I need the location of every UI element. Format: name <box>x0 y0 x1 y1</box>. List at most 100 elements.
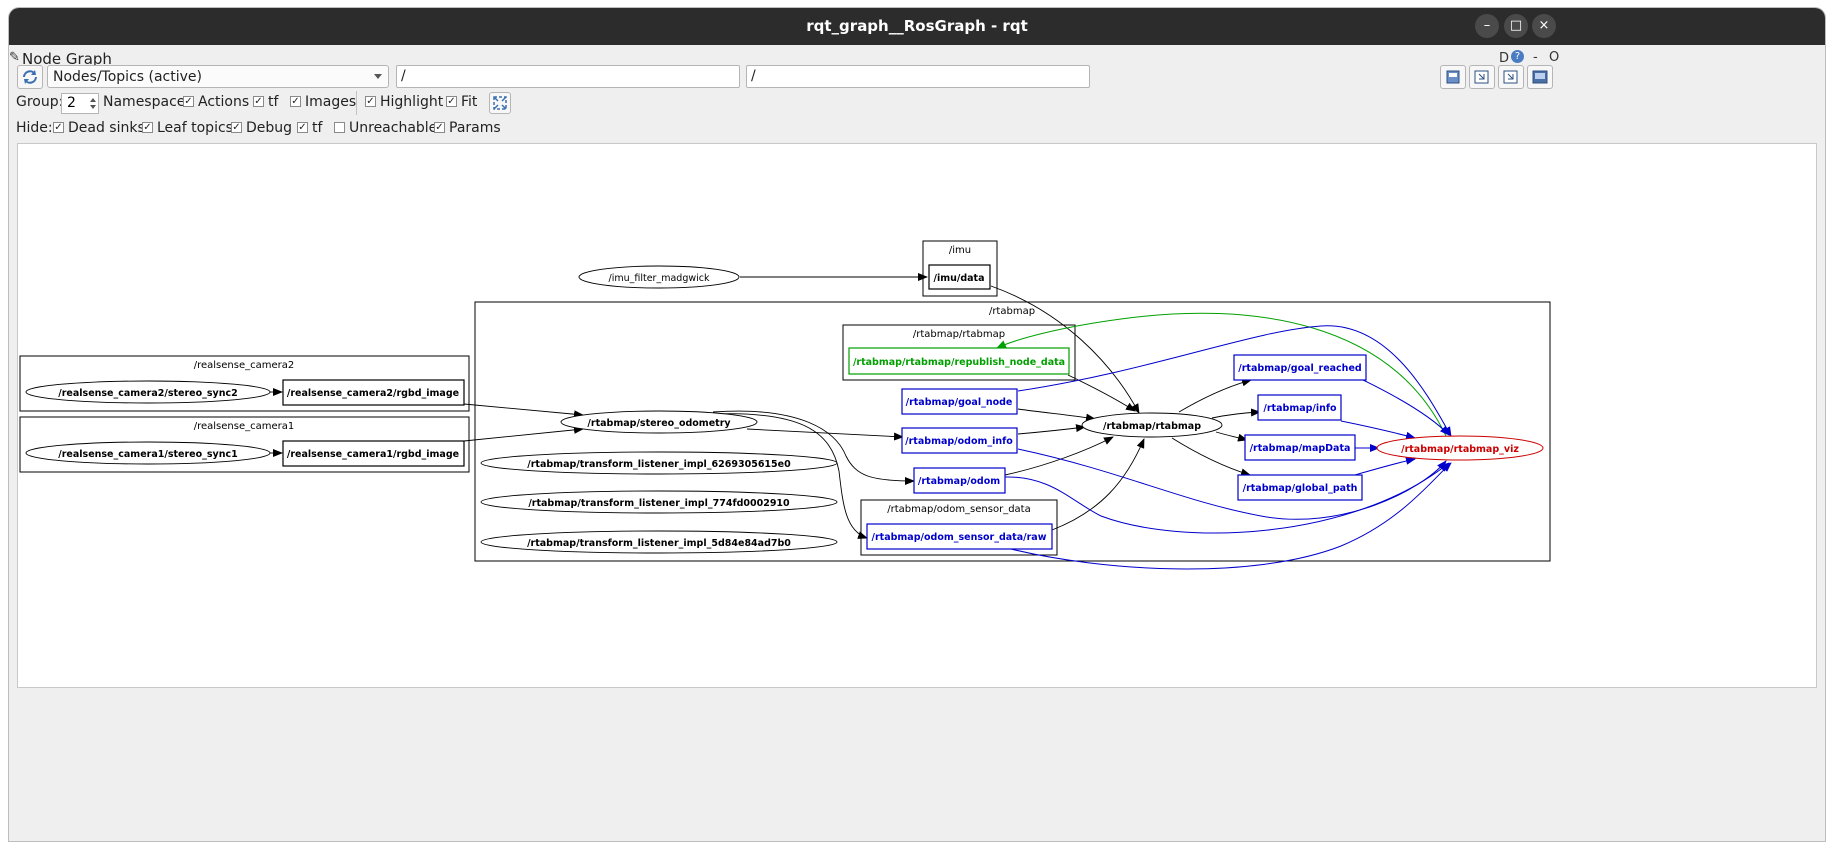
topic-imu-data-label: /imu/data <box>933 273 984 284</box>
node-tf-listener-2[interactable] <box>480 490 838 514</box>
edge-raw-to-rtabmap <box>1051 438 1145 531</box>
image-icon <box>1532 70 1548 84</box>
dock-d-button[interactable]: D <box>1499 51 1510 66</box>
node-tf-listener-2-label: /rtabmap/transform_listener_impl_774fd00… <box>528 498 790 509</box>
topic-global-path[interactable] <box>1237 474 1363 501</box>
topic-filter-input[interactable]: / <box>746 65 1090 88</box>
save-image-button[interactable] <box>1527 65 1553 89</box>
topic-cam1-rgbd[interactable] <box>282 440 465 467</box>
topic-republish[interactable] <box>848 347 1070 375</box>
params-checkbox[interactable]: ✓ <box>434 122 445 133</box>
hide-label: Hide: <box>16 120 53 136</box>
edge-odometry-to-odom <box>712 410 915 485</box>
tf-label: tf <box>268 94 279 110</box>
spin-up-icon[interactable] <box>90 98 96 102</box>
group-spinbox[interactable]: 2 <box>61 93 99 114</box>
cluster-imu-label: /imu <box>949 245 971 256</box>
minimize-button[interactable]: – <box>1475 14 1499 38</box>
cluster-odom-sensor-data-label: /rtabmap/odom_sensor_data <box>887 504 1030 515</box>
cluster-camera1-label: /realsense_camera1 <box>194 421 295 432</box>
cluster-camera2-label: /realsense_camera2 <box>194 360 295 371</box>
node-rtabmap-viz-label: /rtabmap/rtabmap_viz <box>1401 444 1519 455</box>
edge-goal-reached-to-viz <box>1360 378 1450 436</box>
refresh-icon <box>23 70 37 84</box>
topic-raw-label: /rtabmap/odom_sensor_data/raw <box>872 532 1047 543</box>
load-icon <box>1446 70 1460 84</box>
edge-rtabmap-to-goal-reached <box>1178 378 1252 413</box>
close-plugin-button[interactable]: O <box>1549 50 1560 65</box>
topic-mapdata[interactable] <box>1244 434 1356 461</box>
spin-down-icon[interactable] <box>90 105 96 109</box>
topic-cam2-rgbd-label: /realsense_camera2/rgbd_image <box>287 388 459 399</box>
edge-info-to-viz <box>1340 420 1416 440</box>
topic-info[interactable] <box>1257 394 1342 421</box>
node-tf-listener-3-label: /rtabmap/transform_listener_impl_5d84e84… <box>527 538 791 549</box>
edge-goal-node-to-viz <box>1017 325 1452 437</box>
edge-cam1-rgbd-to-odometry <box>463 425 584 442</box>
node-cam2-sync[interactable] <box>25 380 271 404</box>
separator <box>356 91 357 115</box>
topic-raw[interactable] <box>866 523 1053 550</box>
node-tf-listener-3[interactable] <box>480 530 838 554</box>
dead-sinks-label: Dead sinks <box>68 120 145 136</box>
node-cam1-sync[interactable] <box>25 441 271 465</box>
view-mode-select[interactable]: Nodes/Topics (active) <box>47 65 389 88</box>
debug-checkbox[interactable]: ✓ <box>231 122 242 133</box>
graph-canvas[interactable]: /imu /rtabmap /rtabmap/rtabmap /rtabmap/… <box>17 143 1817 688</box>
node-rtabmap-label: /rtabmap/rtabmap <box>1103 421 1201 432</box>
load-dot-button[interactable] <box>1440 65 1466 89</box>
ros-graph[interactable]: /imu /rtabmap /rtabmap/rtabmap /rtabmap/… <box>18 144 1816 687</box>
topic-imu-data[interactable] <box>928 264 991 290</box>
highlight-label: Highlight <box>380 94 444 110</box>
node-tf-listener-1[interactable] <box>480 451 838 475</box>
fit-label: Fit <box>461 94 478 110</box>
cluster-camera2 <box>19 355 470 412</box>
edge-goal-node-to-rtabmap <box>1017 408 1096 422</box>
topic-cam2-rgbd[interactable] <box>282 379 465 406</box>
namespaces-label: Namespaces <box>103 94 193 110</box>
node-rtabmap[interactable] <box>1081 412 1223 438</box>
params-label: Params <box>449 120 501 136</box>
edge-imu-data-to-rtabmap <box>990 285 1140 414</box>
save-svg-button[interactable] <box>1498 65 1524 89</box>
edge-odom-to-viz <box>1004 462 1450 534</box>
refresh-button[interactable] <box>17 65 43 89</box>
maximize-button[interactable]: □ <box>1504 14 1528 38</box>
node-stereo-odometry-label: /rtabmap/stereo_odometry <box>587 418 731 429</box>
topic-goal-node-label: /rtabmap/goal_node <box>906 397 1013 408</box>
unreachable-label: Unreachable <box>349 120 438 136</box>
topic-odom-info-label: /rtabmap/odom_info <box>905 436 1013 447</box>
edge-global-path-to-viz <box>1354 456 1416 476</box>
leaf-topics-checkbox[interactable]: ✓ <box>142 122 153 133</box>
help-icon[interactable]: ? <box>1511 50 1524 63</box>
topic-cam1-rgbd-label: /realsense_camera1/rgbd_image <box>287 449 459 460</box>
topic-goal-reached[interactable] <box>1233 354 1367 381</box>
hide-tf-checkbox[interactable]: ✓ <box>297 122 308 133</box>
save-dot-button[interactable] <box>1469 65 1495 89</box>
leaf-topics-label: Leaf topics <box>157 120 233 136</box>
topic-goal-node[interactable] <box>901 388 1018 415</box>
topic-odom-info[interactable] <box>901 427 1018 454</box>
save-svg-icon <box>1503 70 1518 84</box>
edge-odom-info-to-viz <box>1017 448 1447 520</box>
node-filter-input[interactable]: / <box>396 65 740 88</box>
fit-view-button[interactable] <box>489 92 511 114</box>
unreachable-checkbox[interactable] <box>334 122 345 133</box>
dead-sinks-checkbox[interactable]: ✓ <box>53 122 64 133</box>
node-imu-filter[interactable] <box>578 265 740 289</box>
window-title: rqt_graph__RosGraph - rqt <box>806 17 1028 35</box>
tf-checkbox[interactable]: ✓ <box>253 96 264 107</box>
hide-tf-label: tf <box>312 120 323 136</box>
minimize-plugin-button[interactable]: - <box>1533 50 1538 65</box>
node-stereo-odometry[interactable] <box>560 410 758 434</box>
highlight-checkbox[interactable]: ✓ <box>365 96 376 107</box>
close-button[interactable]: × <box>1532 14 1556 38</box>
tools-icon: ✎ <box>9 50 20 65</box>
fit-checkbox[interactable]: ✓ <box>446 96 457 107</box>
topic-odom[interactable] <box>913 467 1006 494</box>
node-rtabmap-viz[interactable] <box>1376 435 1544 461</box>
title-bar[interactable]: rqt_graph__RosGraph - rqt – □ × <box>9 8 1825 45</box>
actions-checkbox[interactable]: ✓ <box>183 96 194 107</box>
images-checkbox[interactable]: ✓ <box>290 96 301 107</box>
node-tf-listener-1-label: /rtabmap/transform_listener_impl_6269305… <box>527 459 791 470</box>
